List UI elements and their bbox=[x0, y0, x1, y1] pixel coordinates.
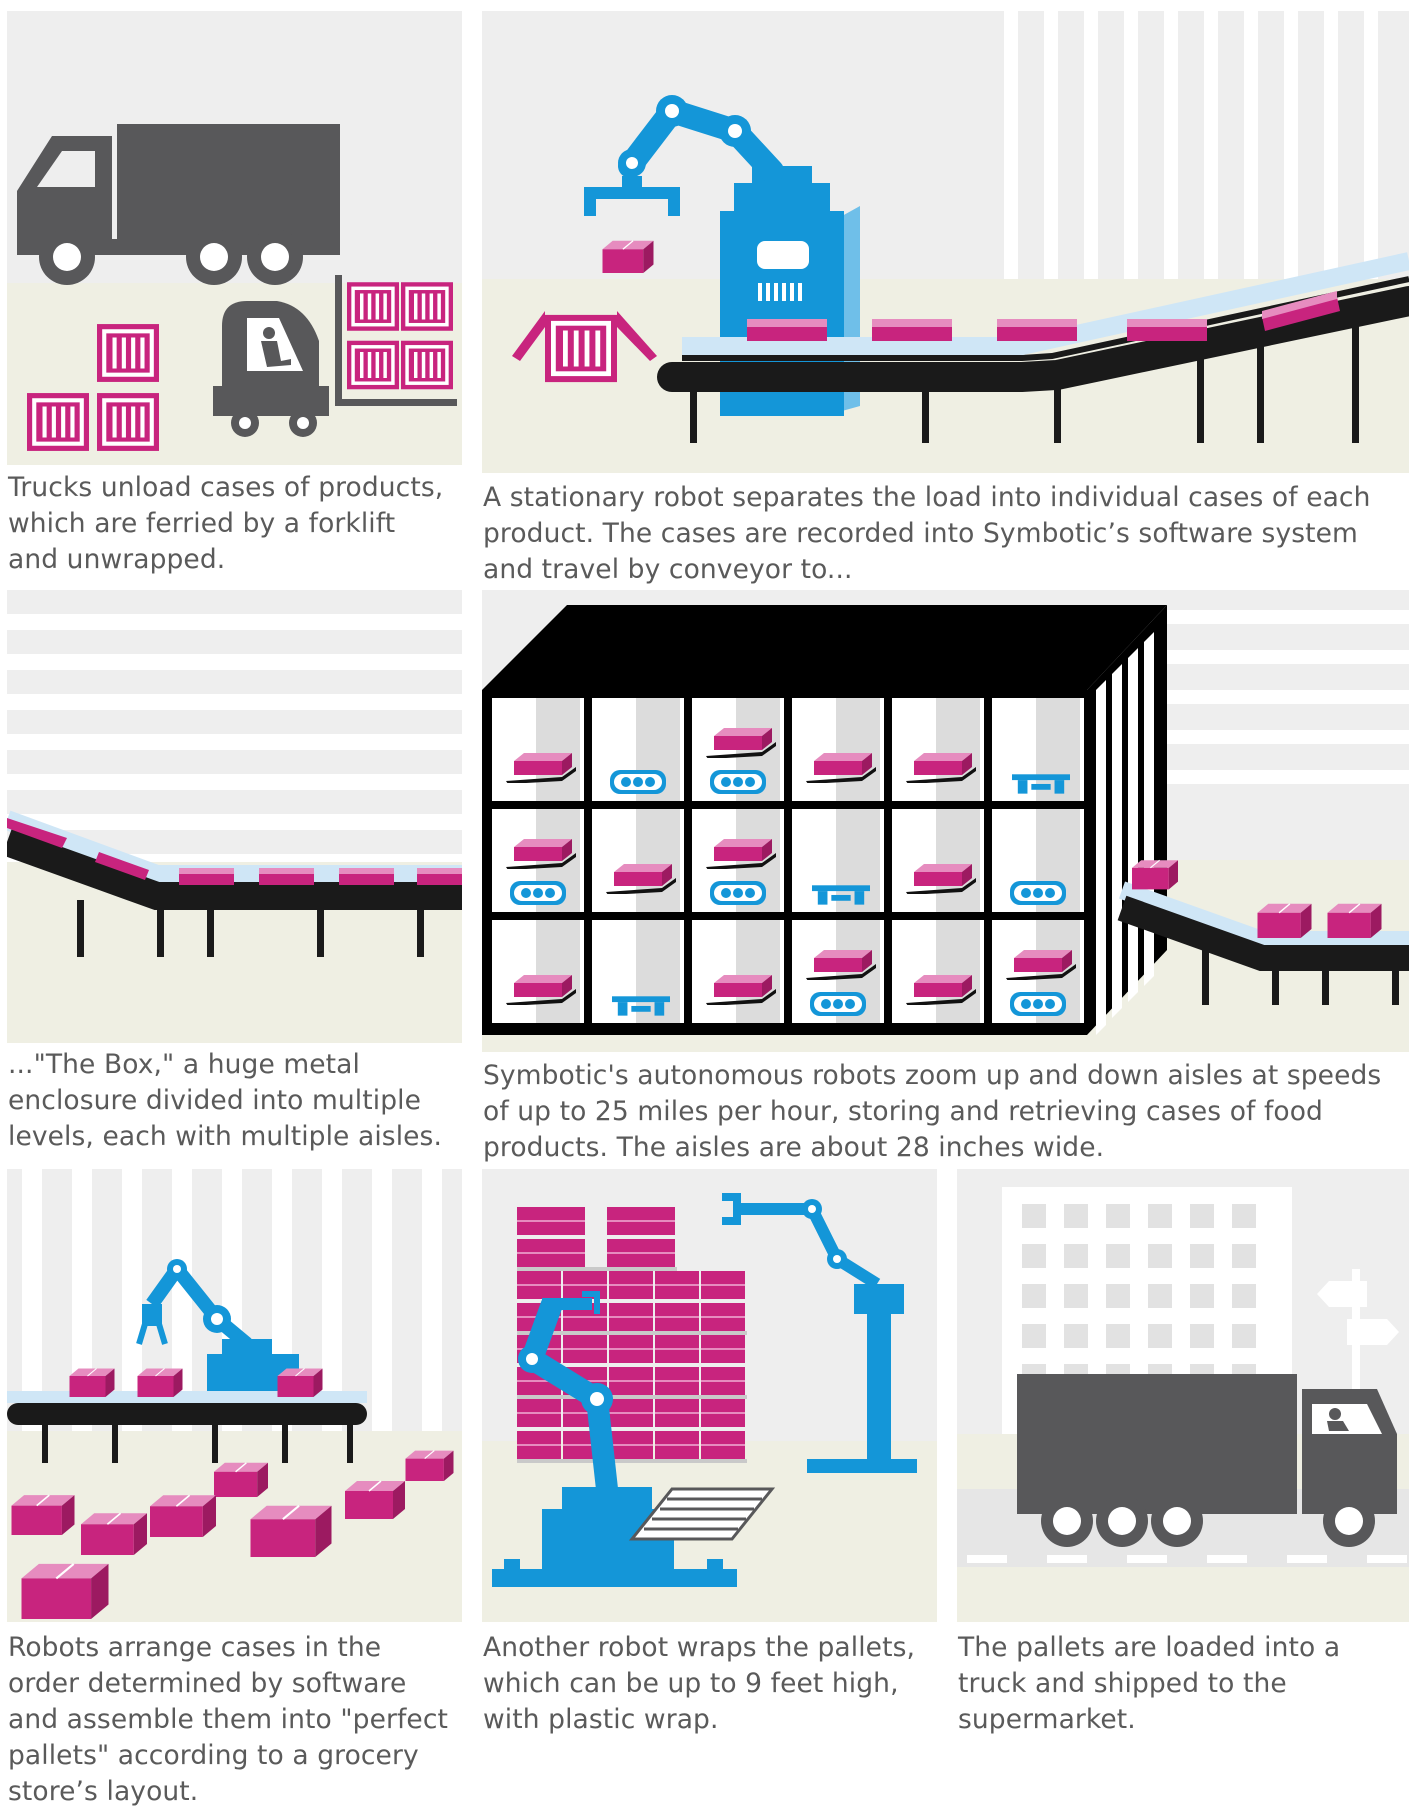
step2-illustration bbox=[482, 11, 1409, 473]
step5-caption: Robots arrange cases in the order determ… bbox=[8, 1632, 448, 1807]
step7-illustration bbox=[957, 1169, 1409, 1622]
step6-illustration bbox=[482, 1169, 937, 1622]
forklift-icon bbox=[213, 275, 457, 437]
conveyor-icon bbox=[7, 1391, 367, 1463]
step1-illustration bbox=[7, 11, 462, 465]
step3-caption: ..."The Box," a huge metal enclosure div… bbox=[8, 1049, 442, 1152]
step4-caption: Symbotic's autonomous robots zoom up and… bbox=[483, 1060, 1382, 1163]
step6-caption: Another robot wraps the pallets, which c… bbox=[483, 1632, 916, 1735]
conveyor-icon bbox=[1117, 881, 1409, 1005]
step1-caption: Trucks unload cases of products, which a… bbox=[8, 472, 444, 575]
step7-caption: The pallets are loaded into a truck and … bbox=[958, 1632, 1341, 1735]
storage-box-icon bbox=[482, 605, 1167, 1035]
step5-illustration bbox=[7, 1169, 462, 1622]
truck-icon bbox=[17, 124, 340, 285]
robot-arm-icon bbox=[722, 1193, 917, 1473]
step4-illustration bbox=[482, 590, 1409, 1052]
pallet-icon bbox=[517, 1207, 747, 1463]
truck-icon bbox=[1017, 1374, 1397, 1547]
step3-illustration bbox=[7, 590, 462, 1043]
step2-caption: A stationary robot separates the load in… bbox=[483, 482, 1371, 585]
signpost-icon bbox=[1317, 1269, 1399, 1449]
conveyor-icon bbox=[657, 252, 1409, 443]
